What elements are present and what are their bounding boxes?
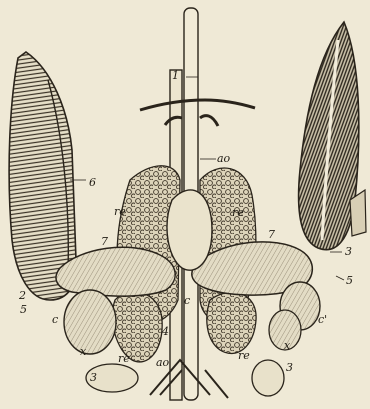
label-x-right: x [284, 340, 290, 351]
label-7-left: 7 [101, 236, 108, 247]
label-re-lower-right: re [238, 350, 250, 361]
label-c-left: c [52, 314, 58, 325]
aortic-bulb [167, 190, 212, 270]
label-re-left: re [114, 206, 126, 217]
label-5-right: 5 [346, 275, 353, 286]
label-ao-lower: ao [156, 357, 169, 368]
label-3-right-upper: 3 [345, 246, 352, 257]
label-re-lower-left: re [118, 353, 130, 364]
label-3-right-lower: 3 [286, 362, 293, 373]
label-4: 4 [162, 326, 169, 337]
label-x-left: x [80, 346, 86, 357]
label-2-left: 2 [19, 290, 26, 301]
label-3-left-lower: 3 [90, 372, 97, 383]
label-re-right: re [232, 207, 244, 218]
label-1: 1 [172, 70, 179, 81]
label-7-right: 7 [268, 229, 275, 240]
kidney-lower-right [207, 292, 256, 353]
lobe-left [64, 290, 116, 354]
label-c-center: c [184, 295, 190, 306]
label-5-left: 5 [20, 304, 27, 315]
label-6: 6 [89, 177, 96, 188]
sac-lower-right [252, 360, 284, 396]
label-ao-upper: ao [217, 153, 230, 164]
label-c-prime-right: c' [318, 314, 327, 325]
